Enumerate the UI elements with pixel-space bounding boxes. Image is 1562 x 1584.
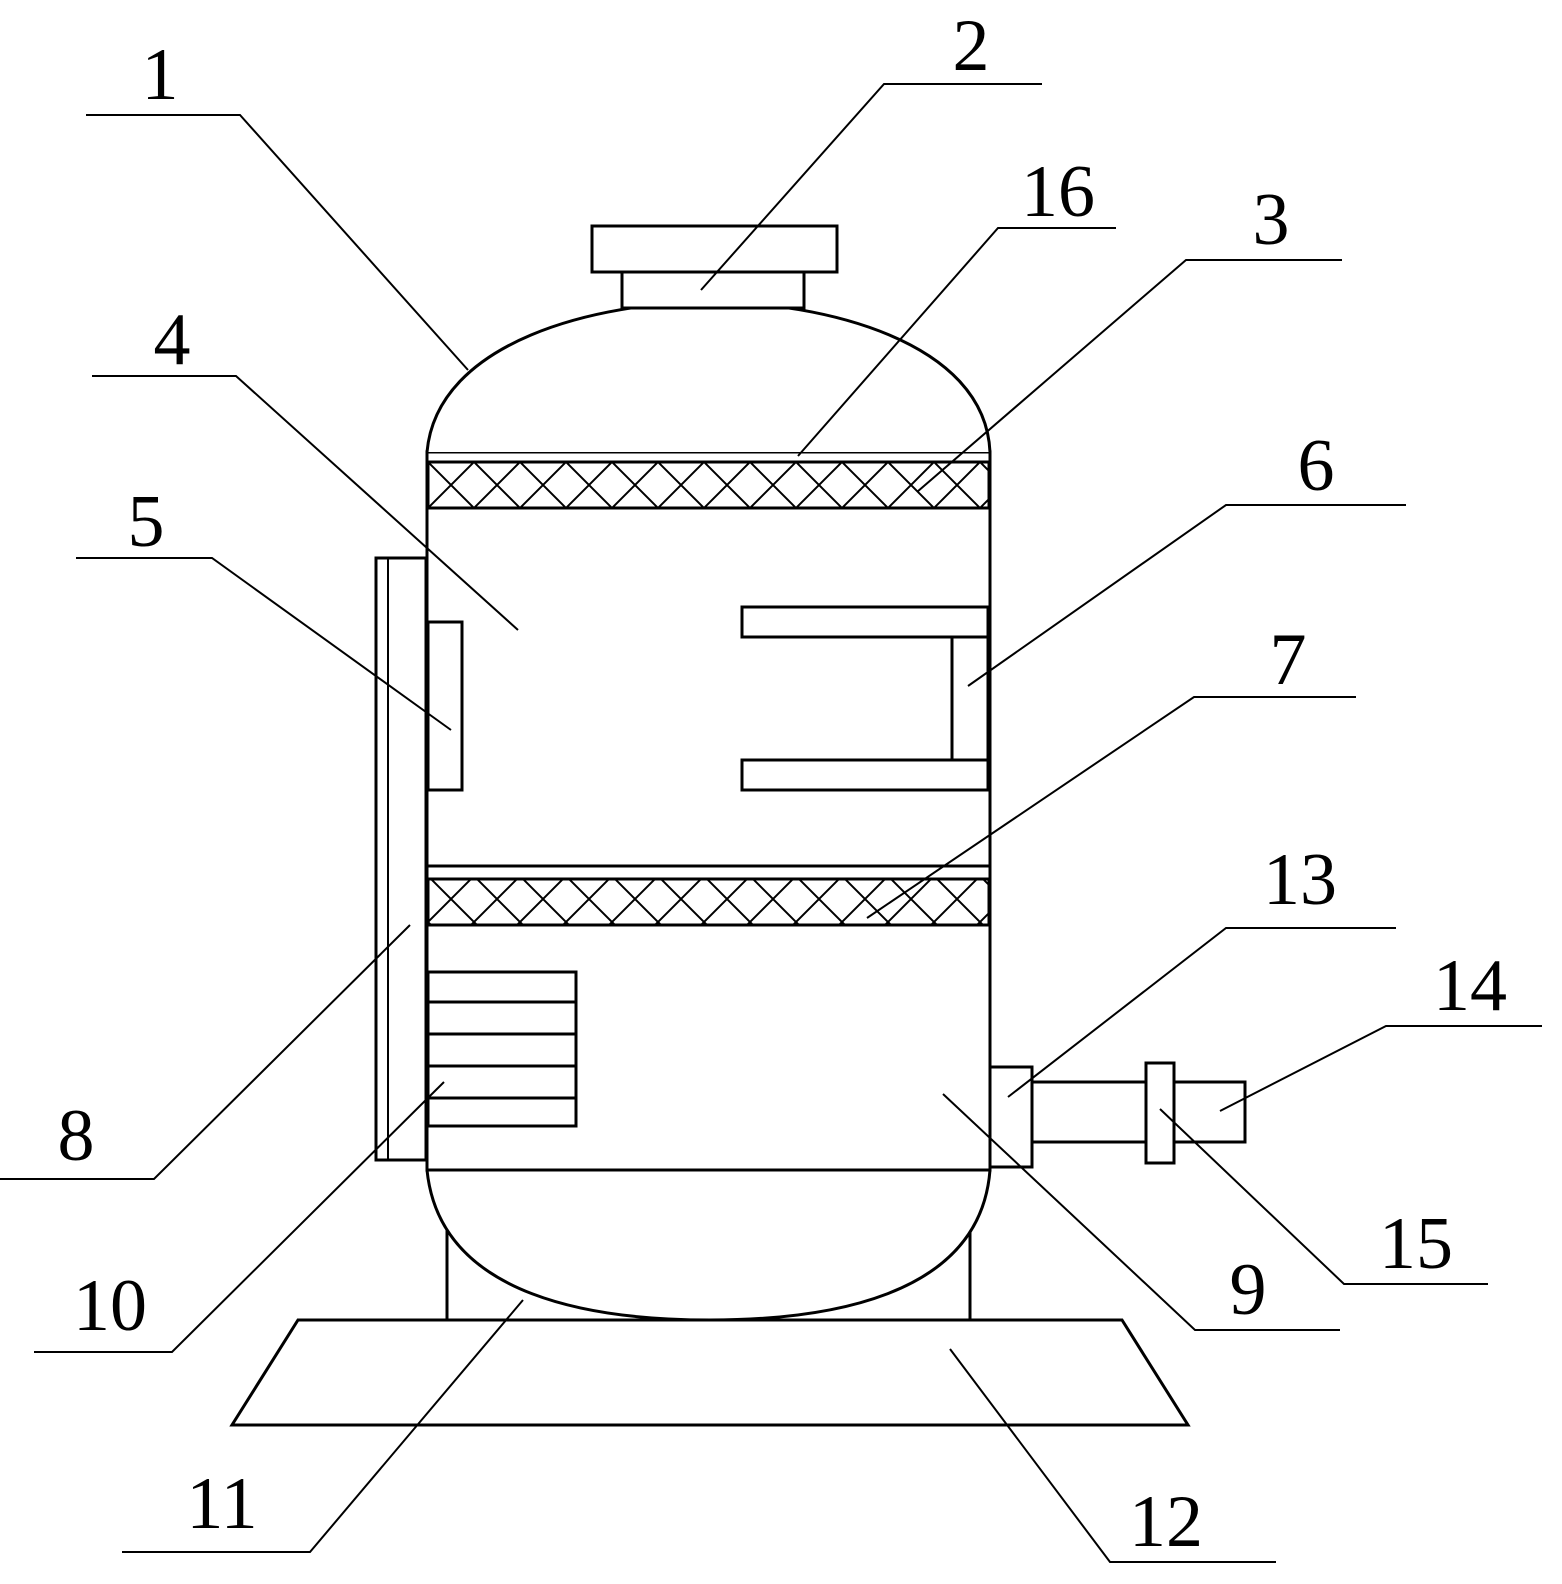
label-2: 2: [953, 5, 990, 87]
side-panel: [374, 556, 428, 1162]
label-6: 6: [1298, 425, 1335, 507]
label-12: 12: [1129, 1481, 1203, 1563]
label-10: 10: [73, 1265, 147, 1347]
bracket-top-arm: [740, 605, 990, 639]
outlet-flange-13: [988, 1065, 1034, 1169]
label-15: 15: [1379, 1203, 1453, 1285]
top-port-cap: [590, 224, 839, 274]
base-plate: [229, 1318, 1191, 1427]
component-5: [426, 620, 464, 792]
label-1: 1: [142, 34, 179, 116]
leader-lines: [0, 83, 1542, 1563]
label-8: 8: [58, 1095, 95, 1177]
valve-ring-15: [1144, 1061, 1176, 1165]
top-dome: [425, 300, 992, 453]
middle-filter-layer: [426, 877, 991, 927]
label-7: 7: [1270, 619, 1307, 701]
label-13: 13: [1263, 839, 1337, 921]
label-4: 4: [154, 299, 191, 381]
bottom-dome: [425, 1169, 992, 1322]
label-9: 9: [1230, 1249, 1267, 1331]
heater-fins: [426, 970, 578, 1128]
label-5: 5: [128, 481, 165, 563]
label-14: 14: [1433, 945, 1507, 1027]
label-16: 16: [1021, 151, 1095, 233]
upper-filter-layer: [426, 460, 991, 510]
bracket-bottom-arm: [740, 758, 990, 792]
outlet-pipe: [1030, 1080, 1247, 1144]
label-3: 3: [1253, 179, 1290, 261]
bracket-upright: [950, 635, 990, 762]
label-11: 11: [186, 1463, 257, 1545]
